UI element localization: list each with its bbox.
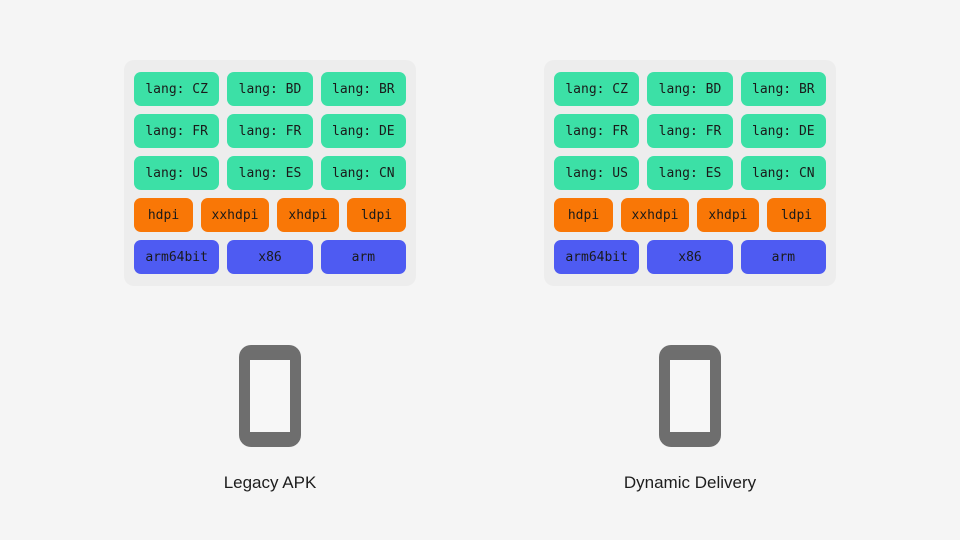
chip-lang[interactable]: lang: BR	[740, 72, 826, 106]
phone-screen	[670, 360, 710, 432]
chip-lang[interactable]: lang: ES	[647, 156, 733, 190]
chip-lang[interactable]: lang: CZ	[554, 72, 640, 106]
chip-lang[interactable]: lang: US	[134, 156, 220, 190]
chip-dpi[interactable]: xxhdpi	[201, 198, 269, 232]
chip-dpi[interactable]: ldpi	[346, 198, 406, 232]
chip-row-dpi: hdpi xxhdpi xhdpi ldpi	[554, 198, 826, 232]
bundle-card-dynamic-delivery: lang: CZ lang: BD lang: BR lang: FR lang…	[544, 60, 836, 286]
device-block-legacy-apk: Legacy APK	[223, 345, 317, 493]
bundle-card-legacy-apk: lang: CZ lang: BD lang: BR lang: FR lang…	[124, 60, 416, 286]
column-dynamic-delivery: lang: CZ lang: BD lang: BR lang: FR lang…	[544, 60, 836, 493]
chip-row-lang-1: lang: CZ lang: BD lang: BR	[554, 72, 826, 106]
chip-dpi[interactable]: xxhdpi	[621, 198, 689, 232]
chip-abi[interactable]: x86	[227, 240, 313, 274]
chip-abi[interactable]: arm64bit	[554, 240, 640, 274]
caption-dynamic-delivery: Dynamic Delivery	[623, 473, 757, 492]
chip-dpi[interactable]: ldpi	[766, 198, 826, 232]
chip-lang[interactable]: lang: FR	[647, 114, 733, 148]
chip-lang[interactable]: lang: BD	[227, 72, 313, 106]
chip-lang[interactable]: lang: US	[554, 156, 640, 190]
chip-abi[interactable]: x86	[647, 240, 733, 274]
chip-row-lang-3: lang: US lang: ES lang: CN	[554, 156, 826, 190]
caption-legacy-apk: Legacy APK	[223, 473, 317, 492]
chip-dpi[interactable]: hdpi	[134, 198, 194, 232]
chip-abi[interactable]: arm	[740, 240, 826, 274]
chip-lang[interactable]: lang: FR	[134, 114, 220, 148]
chip-row-lang-1: lang: CZ lang: BD lang: BR	[134, 72, 406, 106]
chip-row-lang-2: lang: FR lang: FR lang: DE	[554, 114, 826, 148]
chip-row-dpi: hdpi xxhdpi xhdpi ldpi	[134, 198, 406, 232]
chip-abi[interactable]: arm64bit	[134, 240, 220, 274]
phone-icon	[239, 345, 301, 447]
chip-dpi[interactable]: hdpi	[554, 198, 614, 232]
chip-lang[interactable]: lang: DE	[740, 114, 826, 148]
chip-lang[interactable]: lang: CN	[320, 156, 406, 190]
chip-lang[interactable]: lang: ES	[227, 156, 313, 190]
chip-dpi[interactable]: xhdpi	[696, 198, 759, 232]
chip-row-abi: arm64bit x86 arm	[134, 240, 406, 274]
chip-lang[interactable]: lang: BD	[647, 72, 733, 106]
chip-row-lang-2: lang: FR lang: FR lang: DE	[134, 114, 406, 148]
chip-lang[interactable]: lang: CZ	[134, 72, 220, 106]
chip-abi[interactable]: arm	[320, 240, 406, 274]
chip-lang[interactable]: lang: CN	[740, 156, 826, 190]
chip-dpi[interactable]: xhdpi	[276, 198, 339, 232]
device-block-dynamic-delivery: Dynamic Delivery	[624, 345, 756, 493]
chip-row-lang-3: lang: US lang: ES lang: CN	[134, 156, 406, 190]
chip-lang[interactable]: lang: DE	[320, 114, 406, 148]
phone-screen	[250, 360, 290, 432]
chip-lang[interactable]: lang: BR	[320, 72, 406, 106]
chip-lang[interactable]: lang: FR	[227, 114, 313, 148]
chip-row-abi: arm64bit x86 arm	[554, 240, 826, 274]
chip-lang[interactable]: lang: FR	[554, 114, 640, 148]
phone-icon	[659, 345, 721, 447]
column-legacy-apk: lang: CZ lang: BD lang: BR lang: FR lang…	[124, 60, 416, 493]
